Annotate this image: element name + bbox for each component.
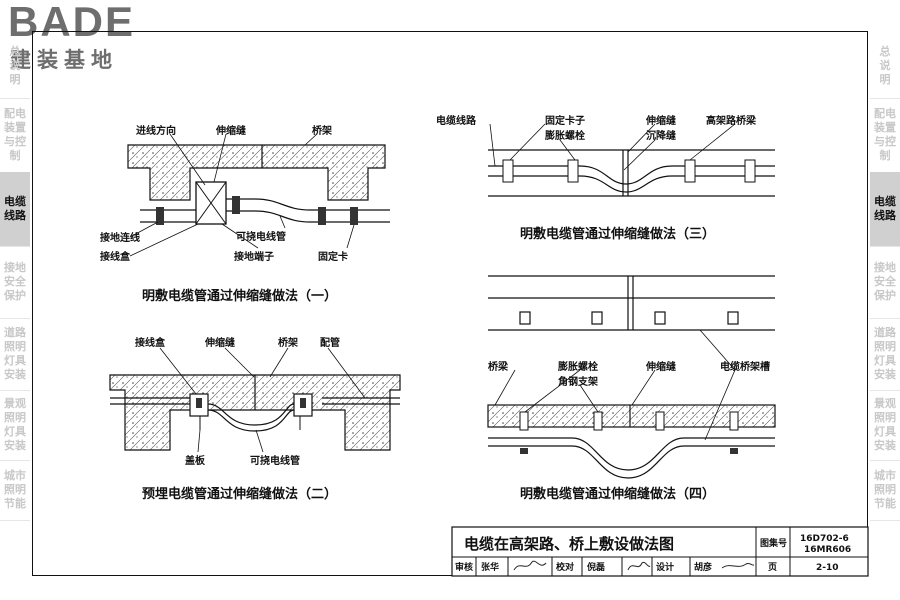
d3-label-joint: 伸缩缝 xyxy=(645,114,676,127)
d3-label-cable-line: 电缆线路 xyxy=(436,114,477,127)
diagram-3: 电缆线路 固定卡子 膨胀螺栓 伸缩缝 沉降缝 高架路桥梁 明敷电缆管通过伸缩缝做… xyxy=(436,114,775,242)
page-number: 2-10 xyxy=(816,563,839,573)
right-tab-5[interactable]: 景观 照明 灯具 安装 xyxy=(870,390,900,461)
left-tab-6[interactable]: 城市 照明 节能 xyxy=(0,460,30,521)
designer-name: 胡彦 xyxy=(694,561,712,573)
sheet-title: 电缆在高架路、桥上敷设做法图 xyxy=(464,535,674,553)
d2-leaders xyxy=(159,347,366,453)
d2-label-joint: 伸缩缝 xyxy=(204,336,235,349)
right-tab-0[interactable]: 总 说 明 xyxy=(870,34,900,99)
d4-label-tray: 电缆桥架槽 xyxy=(720,360,770,373)
atlas-label: 图集号 xyxy=(760,537,787,549)
left-tab-1[interactable]: 配电 装置 与控 制 xyxy=(0,98,30,173)
d3-caption: 明敷电缆管通过伸缩缝做法（三） xyxy=(520,226,715,242)
d4-section xyxy=(487,404,776,479)
checker-name: 倪磊 xyxy=(587,561,605,573)
right-tab-6[interactable]: 城市 照明 节能 xyxy=(870,460,900,521)
d2-label-cover: 盖板 xyxy=(185,454,206,467)
d1-label-direction: 进线方向 xyxy=(136,124,176,137)
reviewer-name: 张华 xyxy=(481,561,499,573)
d4-label-bracket: 角钢支架 xyxy=(558,375,598,388)
d1-label-ground-terminal: 接地端子 xyxy=(234,250,274,263)
d3-label-viaduct: 高架路桥梁 xyxy=(706,114,757,127)
right-tab-4[interactable]: 道路 照明 灯具 安装 xyxy=(870,318,900,391)
d1-junction-box xyxy=(195,181,227,225)
d2-label-bridge: 桥架 xyxy=(278,336,298,349)
brand-logo: BADE 建装基地 xyxy=(6,0,156,72)
d2-label-conduit: 配管 xyxy=(320,336,340,349)
left-tab-0[interactable]: 总 说 明 xyxy=(0,34,30,99)
d2-caption: 预埋电缆管通过伸缩缝做法（二） xyxy=(142,486,337,502)
d4-leaders xyxy=(494,329,736,441)
d2-deck xyxy=(109,374,401,451)
d3-cable xyxy=(488,165,775,193)
d2-conduit xyxy=(110,393,400,432)
d4-caption: 明敷电缆管通过伸缩缝做法（四） xyxy=(520,486,715,502)
d2-label-flex-conduit: 可挠电线管 xyxy=(250,454,300,467)
d4-label-bridge: 桥梁 xyxy=(488,360,509,373)
d3-label-bolt: 膨胀螺栓 xyxy=(545,129,585,142)
d1-deck xyxy=(127,144,386,201)
left-tab-5[interactable]: 景观 照明 灯具 安装 xyxy=(0,390,30,461)
checker-signature xyxy=(627,561,651,571)
d1-label-ground-wire: 接地连线 xyxy=(100,231,140,244)
d3-label-clip: 固定卡子 xyxy=(545,114,585,127)
logo-subtitle: 建装基地 xyxy=(10,48,118,72)
d1-conduit xyxy=(140,196,390,225)
d4-label-bolt: 膨胀螺栓 xyxy=(558,360,598,373)
d4-label-joint: 伸缩缝 xyxy=(645,360,676,373)
design-label: 设计 xyxy=(656,561,674,573)
atlas-number-2: 16MR606 xyxy=(804,545,851,555)
left-tab-4[interactable]: 道路 照明 灯具 安装 xyxy=(0,318,30,391)
atlas-number-1: 16D702-6 xyxy=(800,534,849,544)
left-tab-2[interactable]: 电缆 线路 xyxy=(0,172,30,247)
right-tab-3[interactable]: 接地 安全 保护 xyxy=(870,246,900,319)
d1-label-joint: 伸缩缝 xyxy=(215,124,246,137)
drawing-frame xyxy=(32,31,868,576)
page-label: 页 xyxy=(768,562,777,573)
diagram-4: 桥梁 膨胀螺栓 角钢支架 伸缩缝 电缆桥架槽 明敷电缆管通过伸缩缝做法（四） xyxy=(487,275,776,502)
d2-label-junction-box: 接线盒 xyxy=(135,336,166,349)
d1-label-junction-box: 接线盒 xyxy=(100,250,131,263)
designer-signature xyxy=(721,562,755,569)
diagram-2: 接线盒 伸缩缝 桥架 配管 盖板 可挠电线管 预埋电缆管通过伸缩缝做法（二） xyxy=(109,336,401,502)
logo-brand-text: BADE xyxy=(8,0,136,45)
check-label: 校对 xyxy=(556,561,574,573)
left-tab-3[interactable]: 接地 安全 保护 xyxy=(0,246,30,319)
d3-deck xyxy=(488,149,775,197)
d4-plan-view xyxy=(488,275,775,331)
reviewer-signature xyxy=(513,560,547,571)
d1-label-bridge: 桥架 xyxy=(312,124,332,137)
review-label: 审核 xyxy=(455,561,473,573)
right-tab-2[interactable]: 电缆 线路 xyxy=(870,172,900,247)
d3-label-settlement: 沉降缝 xyxy=(646,129,676,142)
d1-caption: 明敷电缆管通过伸缩缝做法（一） xyxy=(142,288,337,304)
d3-clips xyxy=(502,159,756,183)
d1-leaders xyxy=(129,133,355,257)
d1-label-clip: 固定卡 xyxy=(318,250,348,263)
diagram-1: 进线方向 伸缩缝 桥架 接地连线 接线盒 可挠电线管 接地端子 固定卡 明敷电缆… xyxy=(100,124,390,304)
d1-label-flex-conduit: 可挠电线管 xyxy=(236,230,286,243)
title-block: 电缆在高架路、桥上敷设做法图 图集号 16D702-6 16MR606 审核 张… xyxy=(451,526,869,577)
d3-leaders xyxy=(489,123,736,171)
